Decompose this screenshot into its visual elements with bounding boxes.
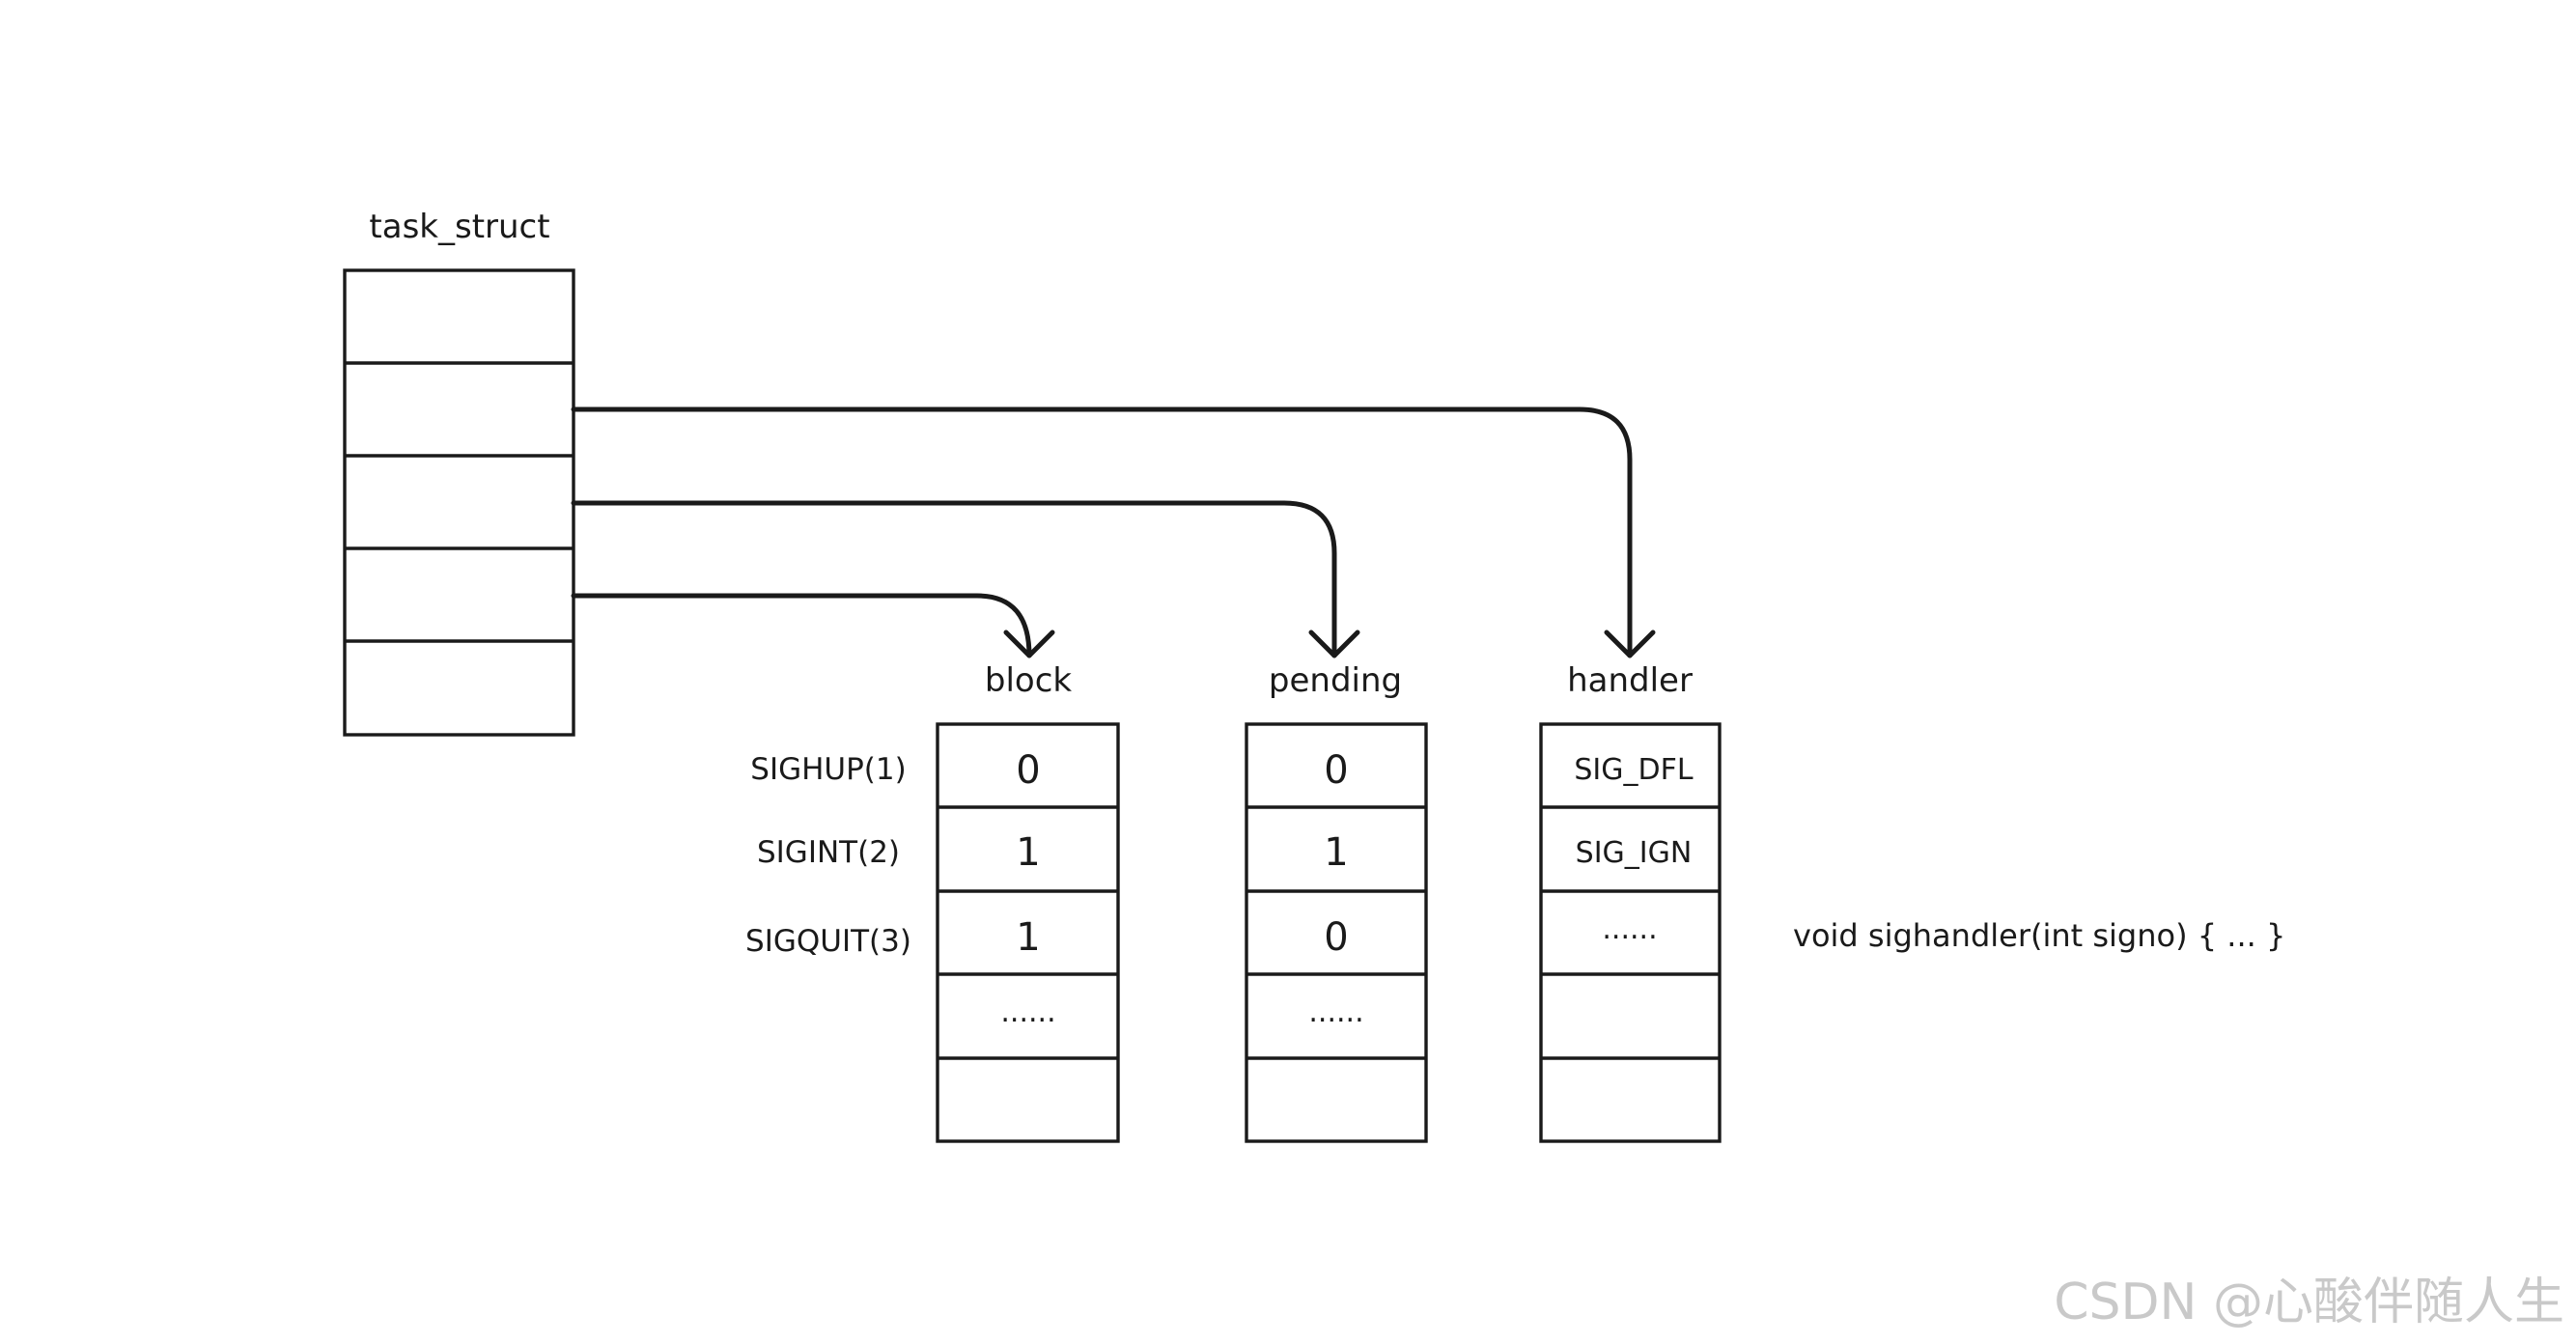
block-cell: 0 — [1016, 748, 1040, 793]
block-table: 0 1 1 ...... — [936, 722, 1120, 1143]
pending-cell: 0 — [1324, 915, 1348, 960]
handler-cell: SIG_DFL — [1574, 753, 1693, 787]
block-table-box — [936, 722, 1120, 1143]
pending-table-box — [1245, 722, 1428, 1143]
handler-cell: ...... — [1602, 912, 1657, 946]
pending-title: pending — [1269, 661, 1402, 700]
task-struct: task_struct — [343, 208, 575, 737]
signal-label: SIGHUP(1) — [750, 752, 906, 787]
signal-label: SIGQUIT(3) — [745, 924, 911, 959]
csdn-watermark: CSDN @心酸伴随人生 — [2054, 1274, 2564, 1331]
handler-table-box — [1539, 722, 1722, 1143]
handler-title: handler — [1567, 661, 1693, 700]
pending-cell: 0 — [1324, 748, 1348, 793]
handler-function-note: void sighandler(int signo) { ... } — [1793, 917, 2285, 954]
arrow-to-pending — [571, 500, 1337, 658]
arrow-head-pending — [1308, 630, 1360, 658]
signal-label: SIGINT(2) — [757, 835, 900, 870]
handler-table: SIG_DFL SIG_IGN ...... — [1539, 722, 1722, 1143]
task-struct-title: task_struct — [369, 208, 549, 246]
pending-cell: 1 — [1324, 830, 1348, 875]
handler-cell: SIG_IGN — [1576, 836, 1693, 870]
block-title: block — [985, 661, 1073, 700]
arrow-to-block — [571, 593, 1032, 658]
block-cell: ...... — [1000, 995, 1055, 1029]
arrow-head-handler — [1604, 630, 1656, 658]
pending-table: 0 1 0 ...... — [1245, 722, 1428, 1143]
arrow-to-handler — [571, 406, 1633, 658]
signal-labels: SIGHUP(1) SIGINT(2) SIGQUIT(3) — [745, 752, 911, 959]
pending-cell: ...... — [1308, 995, 1363, 1029]
task-struct-box — [343, 268, 575, 737]
block-cell: 1 — [1016, 830, 1040, 875]
block-cell: 1 — [1016, 915, 1040, 960]
arrow-head-block — [1003, 630, 1055, 658]
pointer-arrows — [571, 406, 1656, 658]
